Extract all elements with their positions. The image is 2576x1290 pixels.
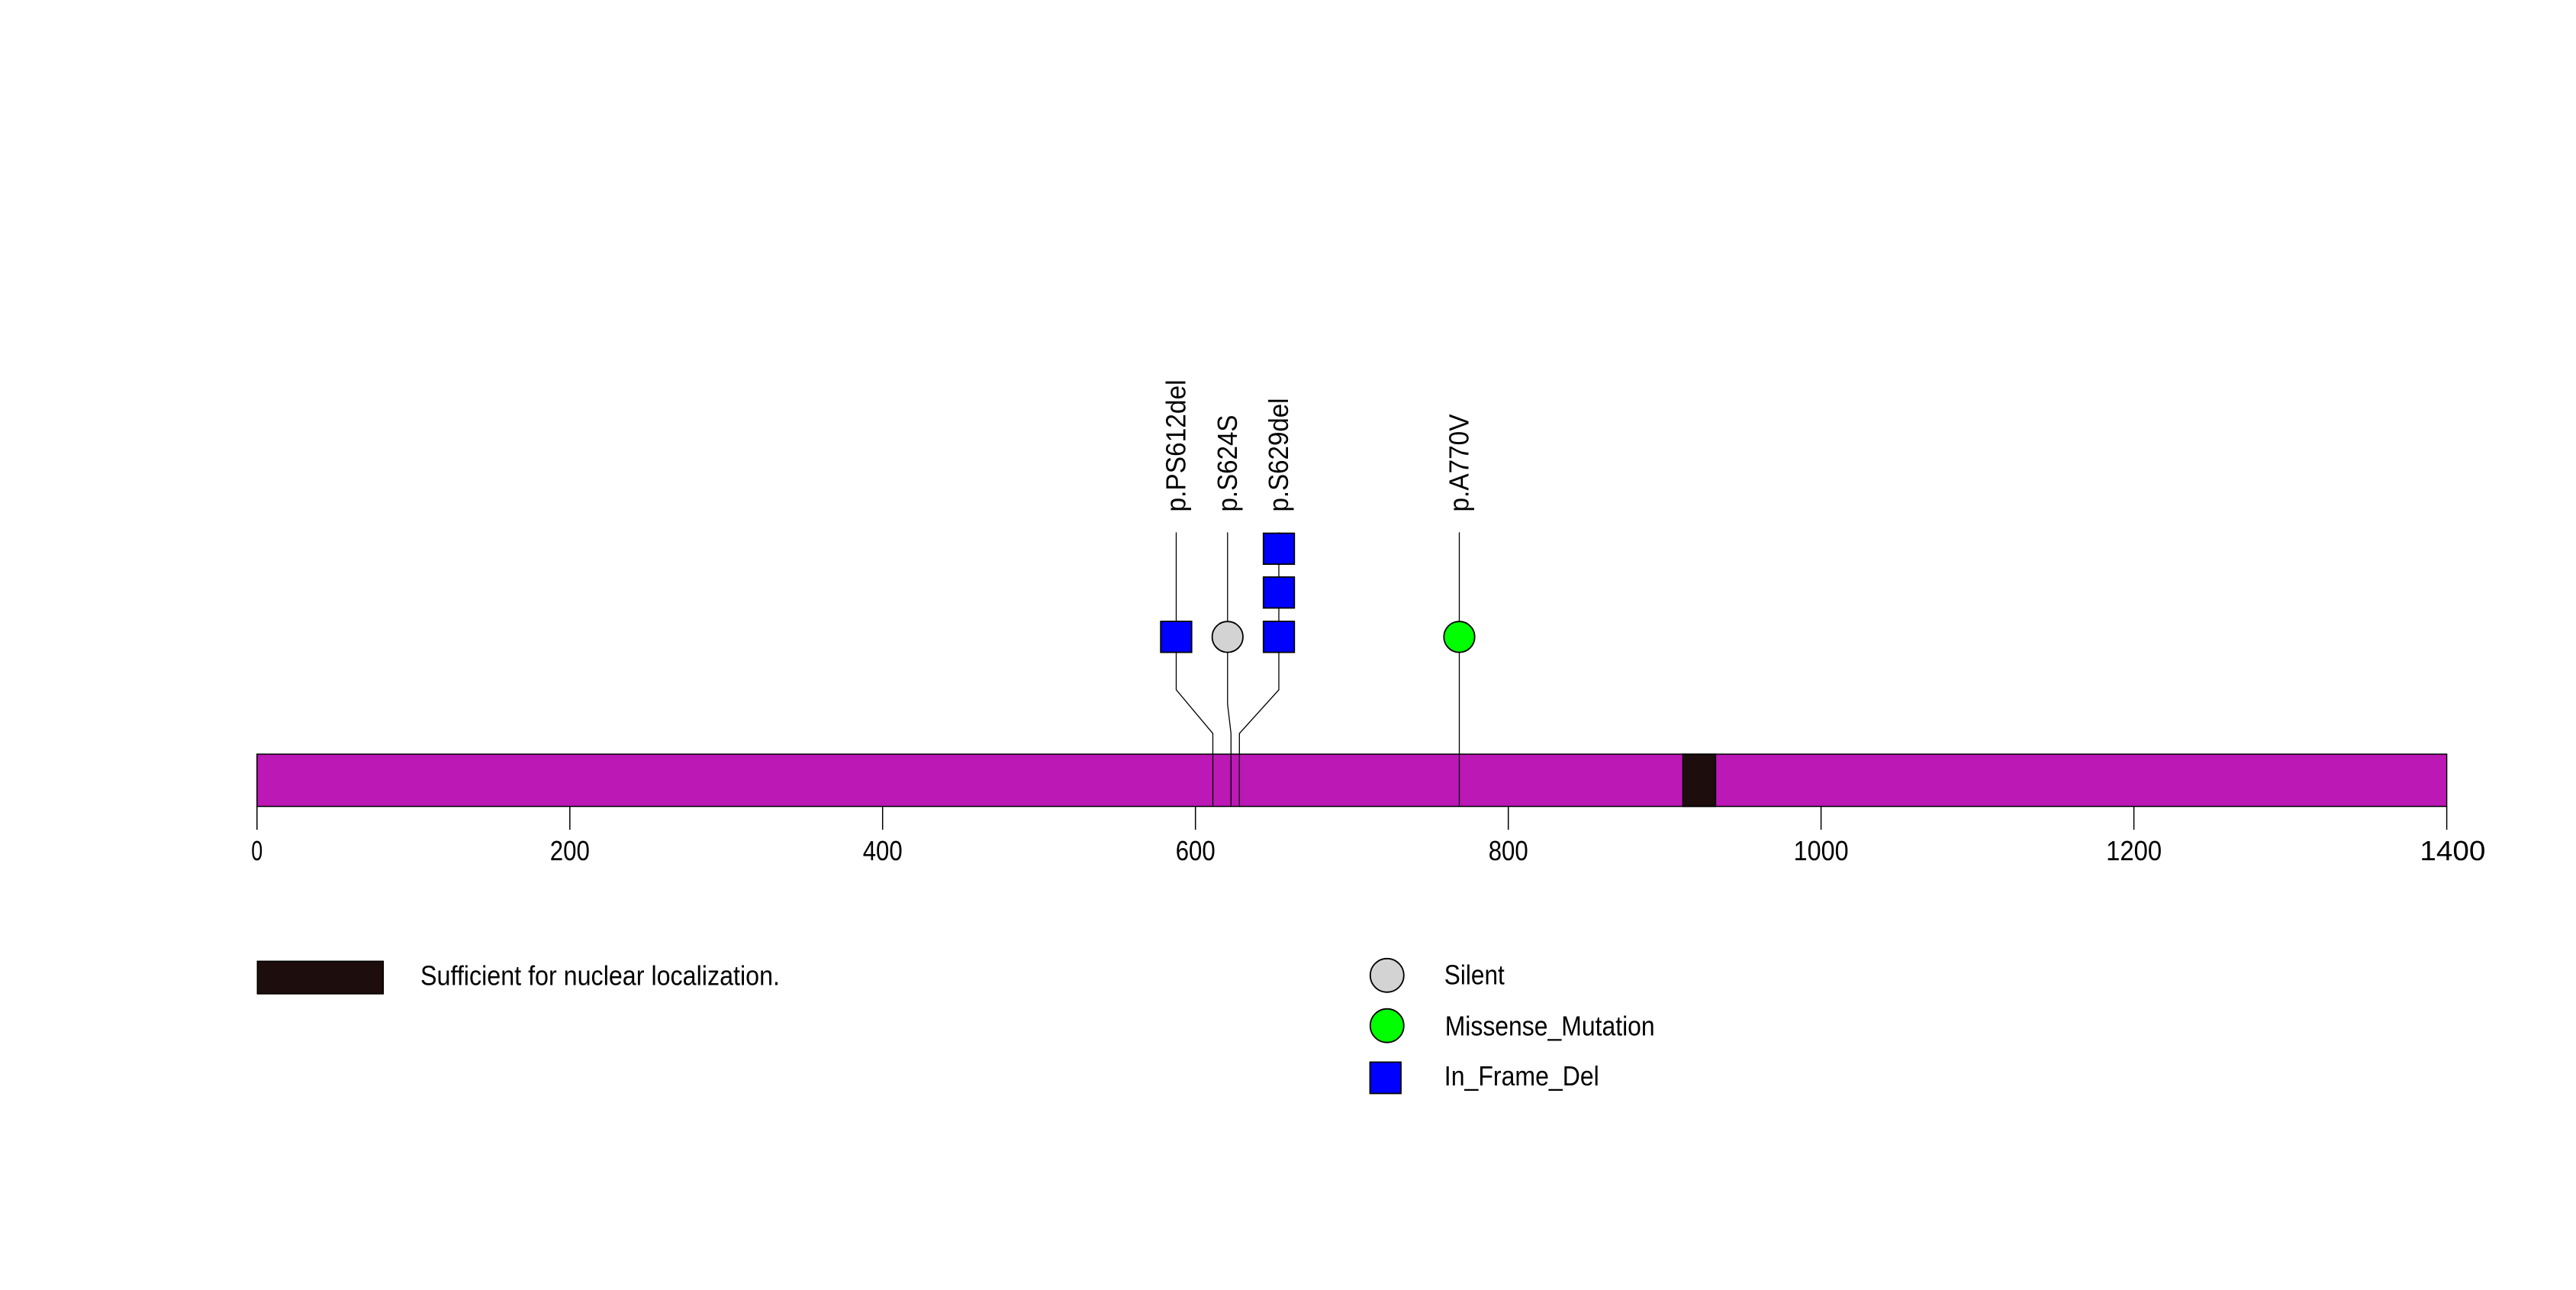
svg-text:Silent: Silent <box>1444 959 1505 991</box>
svg-text:Missense_Mutation: Missense_Mutation <box>1445 1011 1655 1042</box>
svg-text:0: 0 <box>251 835 262 866</box>
svg-text:Sufficient for nuclear localiz: Sufficient for nuclear localization. <box>420 960 780 992</box>
svg-text:800: 800 <box>1489 835 1528 866</box>
svg-text:p.S624S: p.S624S <box>1212 415 1243 512</box>
svg-text:In_Frame_Del: In_Frame_Del <box>1444 1060 1599 1092</box>
svg-text:400: 400 <box>863 835 903 866</box>
svg-text:p.PS612del: p.PS612del <box>1161 380 1192 512</box>
svg-text:p.S629del: p.S629del <box>1263 398 1294 512</box>
svg-text:1000: 1000 <box>1794 835 1849 866</box>
svg-text:600: 600 <box>1176 835 1216 866</box>
svg-text:p.A770V: p.A770V <box>1444 414 1475 512</box>
svg-text:1400: 1400 <box>2420 835 2485 866</box>
svg-text:1200: 1200 <box>2106 835 2162 866</box>
svg-text:200: 200 <box>550 835 590 866</box>
